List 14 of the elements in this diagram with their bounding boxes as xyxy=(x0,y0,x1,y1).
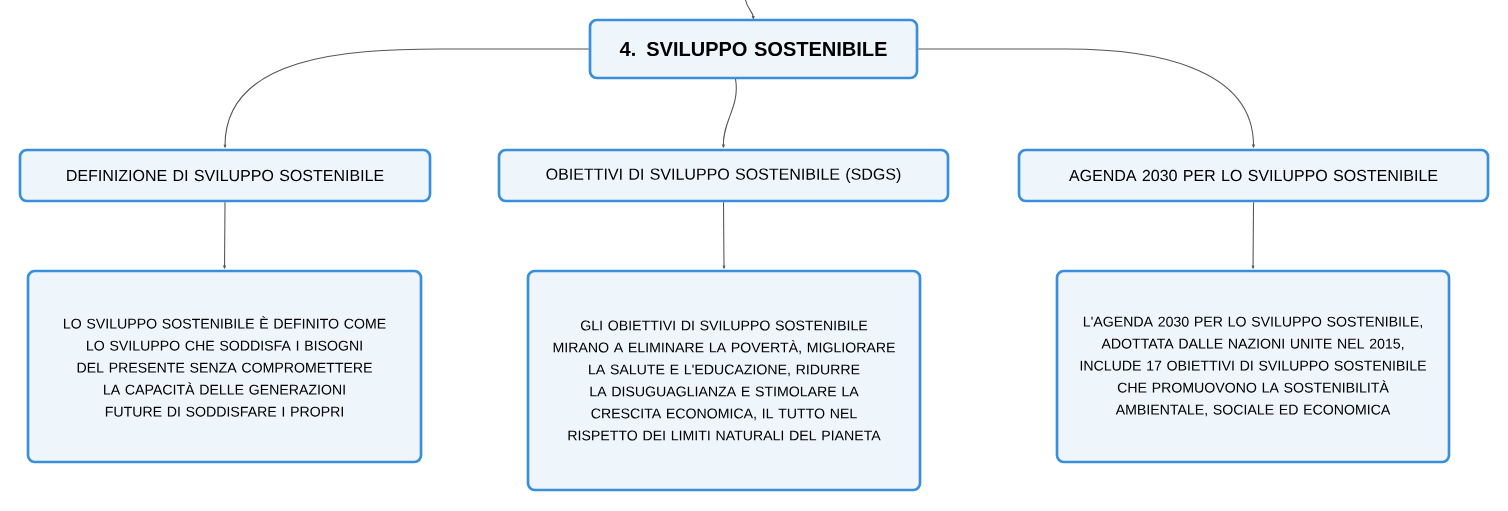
arrow xyxy=(223,48,590,148)
description-box: GLI OBIETTIVI DI SVILUPPO SOSTENIBILE MIRANO A ELIMINARE LA POVERTÀ, MIGLIORARE LA SALUTE E L'EDUCAZIONE, RIDURRE LA DISUGUAGLIANZA E STIMOLARE LA CRESCITA ECONOMICA, IL TUTTO NEL RISPETTO DEI LIMITI NATURALI DEL PIANETA xyxy=(526,269,922,492)
arrow xyxy=(917,48,1255,148)
arrow xyxy=(721,78,737,148)
topic-box: OBIETTIVI DI SVILUPPO SOSTENIBILE (SDGS) xyxy=(497,148,950,203)
topic-box: DEFINIZIONE DI SVILUPPO SOSTENIBILE xyxy=(18,148,432,203)
central-topic-box: 4. SVILUPPO SOSTENIBILE xyxy=(588,18,919,80)
description-box: LO SVILUPPO SOSTENIBILE È DEFINITO COME LO SVILUPPO CHE SODDISFA I BISOGNI DEL PRESENTE SENZA COMPROMETTERE LA CAPACITÀ DELLE GENERAZIONI FUTURE DI SODDISFARE I PROPRI xyxy=(26,269,423,464)
arrow xyxy=(223,201,226,269)
arrow xyxy=(1251,201,1255,269)
arrow xyxy=(744,0,755,20)
description-box: L'AGENDA 2030 PER LO SVILUPPO SOSTENIBILE, ADOTTATA DALLE NAZIONI UNITE NEL 2015, INCLUDE 17 OBIETTIVI DI SVILUPPO SOSTENIBILE CHE PROMUOVONO LA SOSTENIBILITÀ AMBIENTALE, SOCIALE ED ECONOMICA xyxy=(1055,269,1451,464)
topic-box: AGENDA 2030 PER LO SVILUPPO SOSTENIBILE xyxy=(1017,148,1490,203)
arrow xyxy=(722,201,726,269)
